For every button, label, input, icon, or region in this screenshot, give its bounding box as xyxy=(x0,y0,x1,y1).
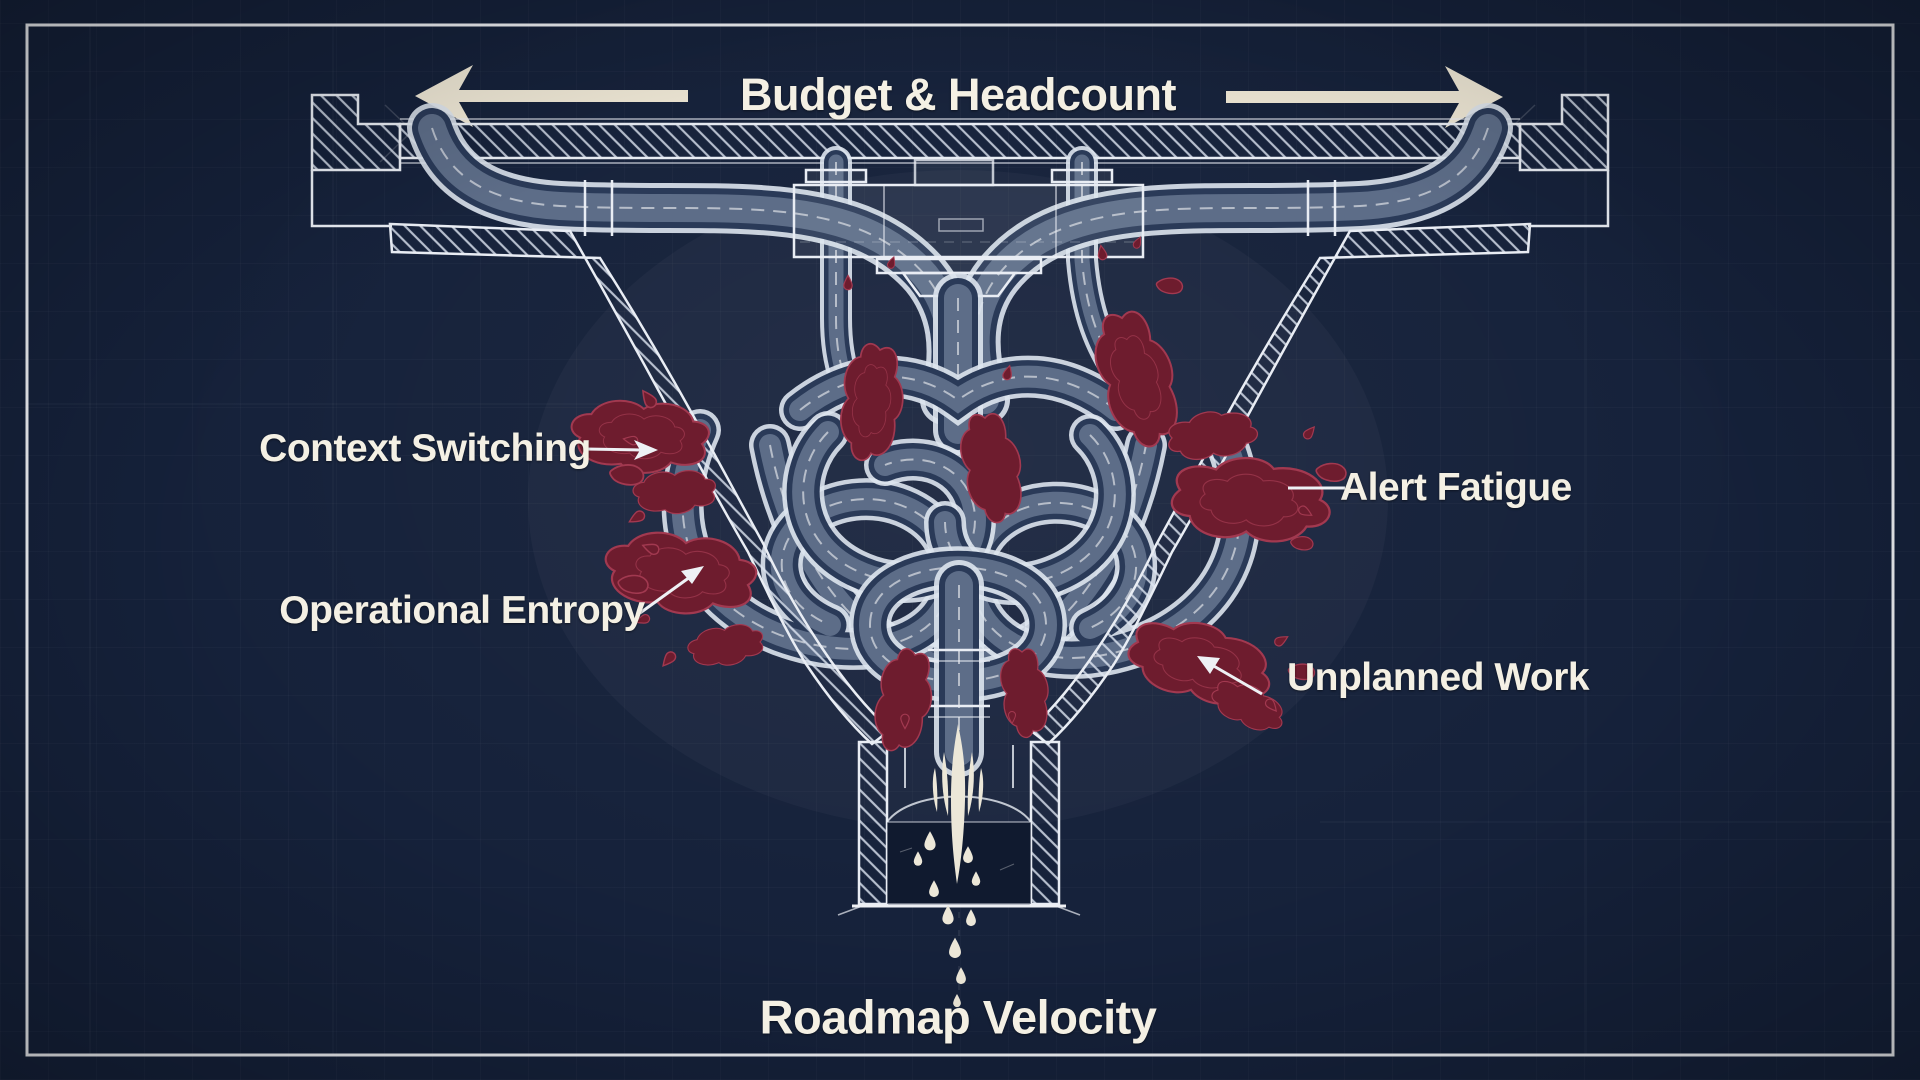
construction-lines xyxy=(28,26,1892,1054)
pipe-tangle xyxy=(683,377,1240,752)
frame-border xyxy=(25,23,1895,1057)
right-arrow-icon xyxy=(1226,66,1503,128)
callout-operational-entropy: Operational Entropy xyxy=(279,589,645,632)
left-bracket xyxy=(310,93,402,228)
output-roadmap-velocity: Roadmap Velocity xyxy=(759,990,1157,1044)
callout-leaders xyxy=(584,440,1345,696)
left-arrow-icon xyxy=(415,65,688,127)
left-feed-pipe xyxy=(432,128,952,400)
callout-context-switching: Context Switching xyxy=(259,427,591,470)
title-budget-headcount: Budget & Headcount xyxy=(740,69,1177,120)
callout-unplanned-work: Unplanned Work xyxy=(1287,656,1590,699)
right-bracket xyxy=(1518,93,1610,228)
hopper-assembly xyxy=(792,158,1145,430)
right-feed-pipe xyxy=(976,128,1488,400)
callout-alert-fatigue: Alert Fatigue xyxy=(1340,466,1572,509)
top-beam xyxy=(398,118,1522,164)
output-drip xyxy=(913,724,984,1008)
hanger-pipes xyxy=(804,162,1130,424)
